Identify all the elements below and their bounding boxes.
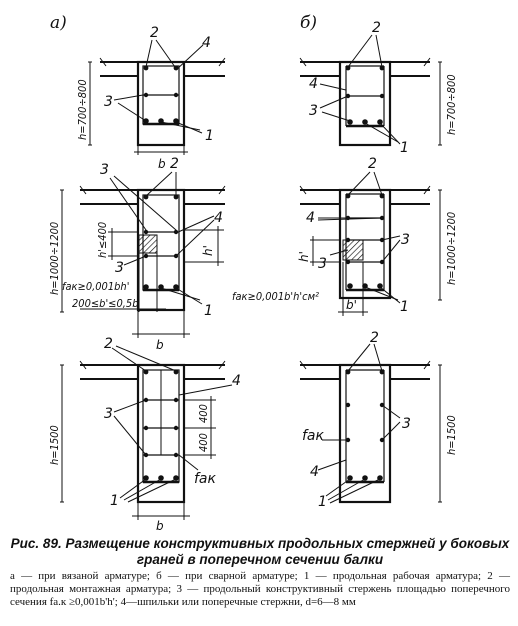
caption-legend: а — при вязаной арматуре; б — при сварно… xyxy=(10,570,510,608)
callout-1: 1 xyxy=(110,493,119,509)
dim-400-top: 400 xyxy=(197,404,210,423)
dim-h-prime: h' xyxy=(297,251,311,262)
dim-h-1500: h=1500 xyxy=(445,415,458,455)
bars-b2 xyxy=(345,193,385,289)
callout-4: 4 xyxy=(214,210,223,226)
callout-2: 2 xyxy=(150,25,159,41)
label-fak: fак xyxy=(302,428,325,444)
label-fak: fак xyxy=(194,471,217,487)
panel-b-label: б) xyxy=(300,13,317,33)
callout-4: 4 xyxy=(232,373,241,389)
callout-2: 2 xyxy=(370,330,379,346)
callout-3: 3 xyxy=(318,256,327,272)
dim-h-prime: h' xyxy=(201,245,215,256)
callout-3: 3 xyxy=(115,260,124,276)
dim-b-prime: b' xyxy=(346,298,357,312)
dim-fak-ge-b: fак≥0,001b'h'см² xyxy=(232,290,319,303)
callout-3: 3 xyxy=(309,103,318,119)
bars-b3 xyxy=(345,369,385,481)
figure-caption: Рис. 89. Размещение конструктивных продо… xyxy=(10,536,510,609)
callout-4: 4 xyxy=(202,35,211,51)
callout-1: 1 xyxy=(204,303,213,319)
dim-fak-ge-a: fак≥0,001bh' xyxy=(62,280,129,293)
panel-a-label: а) xyxy=(50,13,67,33)
dim-h-1000-1200: h=1000÷1200 xyxy=(48,222,61,295)
callout-1: 1 xyxy=(205,128,214,144)
callout-1: 1 xyxy=(400,299,409,315)
dim-400-bottom: 400 xyxy=(197,433,210,452)
callout-4: 4 xyxy=(310,464,319,480)
dim-h-1000-1200: h=1000÷1200 xyxy=(445,212,458,285)
callout-2: 2 xyxy=(104,336,113,352)
bars-b1 xyxy=(345,65,385,125)
dim-b: b xyxy=(156,519,164,530)
callout-3: 3 xyxy=(104,406,113,422)
dim-h-1500: h=1500 xyxy=(48,425,61,465)
section-b2 xyxy=(299,185,442,316)
dim-h-700-800: h=700÷800 xyxy=(445,74,458,135)
callout-3: 3 xyxy=(104,94,113,110)
callout-2: 2 xyxy=(170,156,179,172)
callout-3: 3 xyxy=(401,232,410,248)
callout-4: 4 xyxy=(306,210,315,226)
dim-b: b xyxy=(156,338,164,352)
section-b3 xyxy=(299,360,442,504)
callout-1: 1 xyxy=(400,140,409,156)
dim-b-prime-range: 200≤b'≤0,5b xyxy=(72,297,139,310)
beam-cross-section-drawing: а) б) 2 4 3 1 b h=700÷800 xyxy=(48,13,458,530)
callout-1: 1 xyxy=(318,494,327,510)
section-b1 xyxy=(299,57,442,147)
dim-h-prime-le-400: h'≤400 xyxy=(96,222,109,258)
dim-b: b xyxy=(158,157,166,171)
callout-3: 3 xyxy=(402,416,411,432)
bars-a2 xyxy=(143,194,179,290)
callout-2: 2 xyxy=(368,156,377,172)
callout-3: 3 xyxy=(100,162,109,178)
caption-title: Рис. 89. Размещение конструктивных продо… xyxy=(10,536,510,567)
bars-a1 xyxy=(143,65,179,124)
dim-h-700-800: h=700÷800 xyxy=(76,79,89,140)
section-a2 xyxy=(60,185,226,338)
callout-4: 4 xyxy=(309,76,318,92)
callout-2: 2 xyxy=(372,20,381,36)
